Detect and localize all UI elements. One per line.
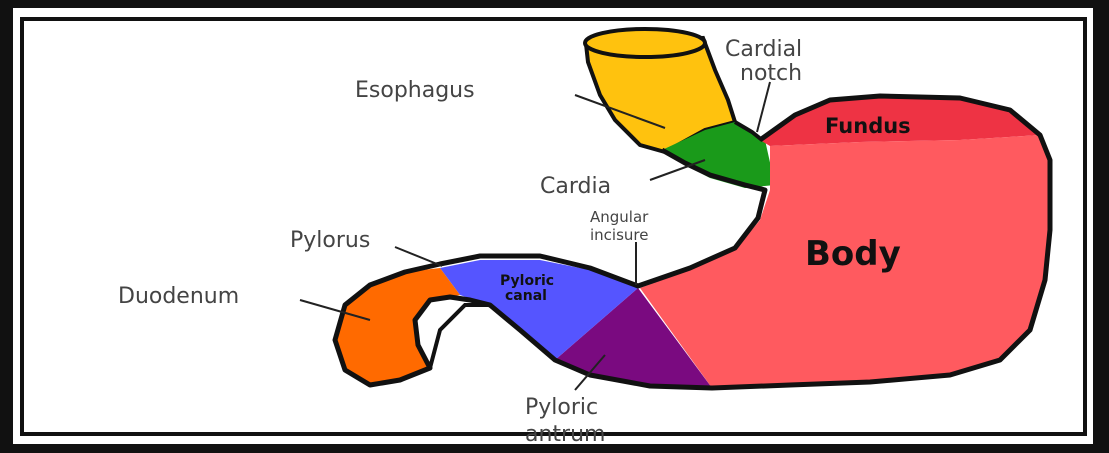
angular-incisure-label-line2: incisure (590, 226, 648, 244)
esophagus-label: Esophagus (355, 78, 475, 103)
cardia-label: Cardia (540, 174, 611, 199)
pyloric-canal-label-line2: canal (505, 288, 547, 304)
pyloric-canal-label-line1: Pyloric (500, 273, 554, 289)
cardial-notch-label-line2: notch (740, 61, 802, 86)
pyloric-antrum-label-line1: Pyloric (525, 395, 598, 420)
fundus-label: Fundus (825, 114, 911, 138)
pyloric-antrum-label-line2: antrum (525, 422, 605, 447)
pylorus-leader (395, 247, 442, 266)
angular-incisure-label-line1: Angular (590, 208, 649, 226)
cardial-notch-leader (757, 82, 770, 132)
pylorus-label: Pylorus (290, 228, 370, 253)
duodenum-inner-curve (430, 305, 490, 368)
duodenum-label: Duodenum (118, 284, 239, 309)
cardial-notch-label-line1: Cardial (725, 37, 802, 62)
body-label: Body (805, 234, 901, 274)
